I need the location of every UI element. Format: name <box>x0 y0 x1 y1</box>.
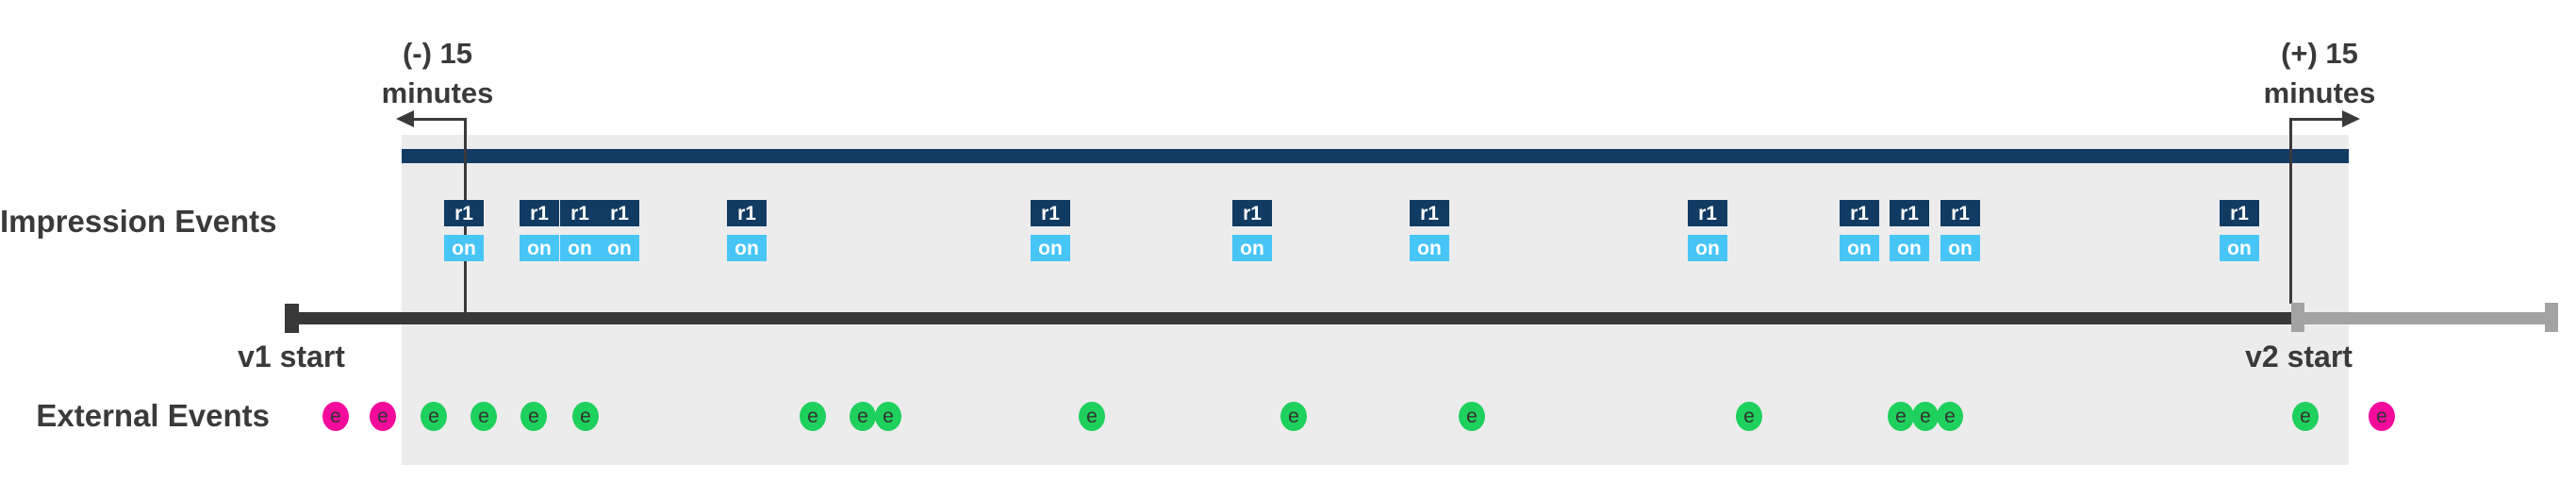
external-event-dot-green: e <box>520 402 547 431</box>
timeline-v2-segment <box>2291 312 2558 324</box>
impression-event-r1-box: r1 <box>1840 200 1879 226</box>
impression-event-r1-box: r1 <box>444 200 484 226</box>
left-offset-line1: (-) 15 <box>402 37 473 70</box>
right-arrowhead-icon <box>2342 110 2360 127</box>
external-event-dot-green: e <box>1937 402 1963 431</box>
impression-event-on-box: on <box>444 235 484 261</box>
impression-event-r1-box: r1 <box>1410 200 1449 226</box>
right-offset-arrow-line <box>2290 118 2344 121</box>
timeline-end-tick <box>2545 303 2558 332</box>
external-event-dot-green: e <box>1912 402 1939 431</box>
impression-event-on-box: on <box>1688 235 1727 261</box>
impression-event-r1-box: r1 <box>1031 200 1070 226</box>
left-offset-arrow-line <box>413 118 466 121</box>
impression-event-on-box: on <box>1940 235 1980 261</box>
impression-event-on-box: on <box>1232 235 1272 261</box>
impression-event-on-box: on <box>560 235 600 261</box>
impression-event-r1-box: r1 <box>1232 200 1272 226</box>
impression-event-r1-box: r1 <box>1940 200 1980 226</box>
impression-event-r1-box: r1 <box>520 200 559 226</box>
v1-start-tick <box>285 304 299 333</box>
external-event-dot-green: e <box>471 402 497 431</box>
impression-event-r1-box: r1 <box>560 200 600 226</box>
external-event-dot-magenta: e <box>2369 402 2395 431</box>
impression-event-on-box: on <box>1890 235 1929 261</box>
external-event-dot-magenta: e <box>370 402 396 431</box>
right-offset-connector-line <box>2289 118 2292 304</box>
v2-start-label: v2 start <box>2245 340 2353 373</box>
impression-event-r1-box: r1 <box>2220 200 2259 226</box>
external-event-dot-green: e <box>850 402 876 431</box>
right-offset-label: (+) 15 minutes <box>2197 34 2442 113</box>
analysis-window-panel <box>402 135 2349 465</box>
external-event-dot-green: e <box>421 402 447 431</box>
left-offset-label: (-) 15 minutes <box>315 34 560 113</box>
rollout-duration-bar <box>402 149 2349 163</box>
impression-event-on-box: on <box>520 235 559 261</box>
external-event-dot-green: e <box>1280 402 1307 431</box>
impression-event-r1-box: r1 <box>1890 200 1929 226</box>
impression-event-on-box: on <box>1410 235 1449 261</box>
external-event-dot-green: e <box>1736 402 1762 431</box>
external-event-dot-green: e <box>1079 402 1105 431</box>
external-event-dot-magenta: e <box>322 402 349 431</box>
impression-event-on-box: on <box>727 235 767 261</box>
impression-event-on-box: on <box>600 235 639 261</box>
left-offset-line2: minutes <box>381 76 494 109</box>
external-event-dot-green: e <box>1459 402 1485 431</box>
impression-event-on-box: on <box>1840 235 1879 261</box>
external-event-dot-green: e <box>800 402 826 431</box>
impression-event-on-box: on <box>1031 235 1070 261</box>
impression-events-row-label: Impression Events <box>0 204 277 239</box>
external-event-dot-green: e <box>572 402 599 431</box>
v2-start-tick <box>2291 303 2304 332</box>
external-event-dot-green: e <box>2292 402 2319 431</box>
impression-event-r1-box: r1 <box>727 200 767 226</box>
v1-start-label: v1 start <box>238 340 345 373</box>
right-offset-line1: (+) 15 <box>2281 37 2358 70</box>
external-events-row-label: External Events <box>36 398 270 433</box>
impression-event-on-box: on <box>2220 235 2259 261</box>
left-arrowhead-icon <box>396 110 414 127</box>
timeline-v1-segment <box>292 312 2291 324</box>
impression-event-r1-box: r1 <box>1688 200 1727 226</box>
right-offset-line2: minutes <box>2263 76 2376 109</box>
external-event-dot-green: e <box>875 402 901 431</box>
external-event-dot-green: e <box>1888 402 1914 431</box>
impression-event-r1-box: r1 <box>600 200 639 226</box>
